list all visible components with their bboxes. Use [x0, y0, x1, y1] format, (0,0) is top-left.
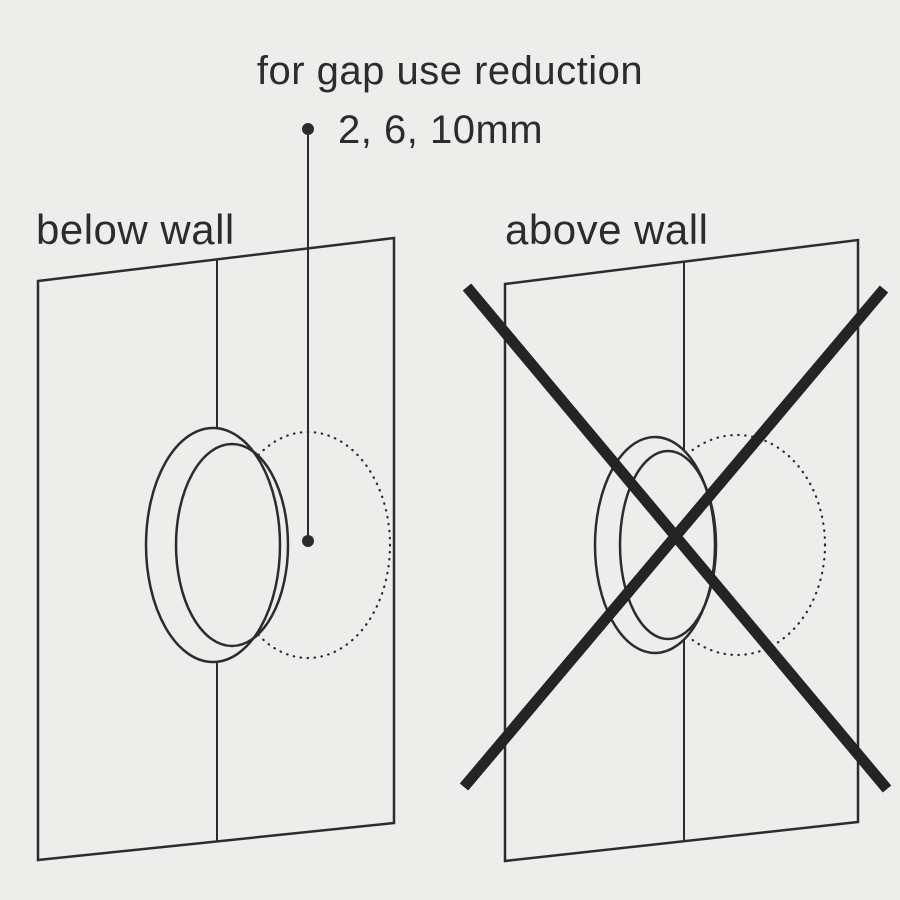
annotation-values: 2, 6, 10mm: [338, 108, 543, 152]
wall-sheet-right: [503, 238, 860, 863]
panel-above-wall: above wall: [459, 206, 892, 863]
panel-below-wall: below wall: [36, 206, 396, 862]
tube-inner-rim-left: [174, 442, 290, 648]
leader-end-dot: [302, 535, 314, 547]
below-wall-label: below wall: [36, 206, 235, 253]
tube-inner-rim-right: [618, 449, 718, 641]
annotation-title: for gap use reduction: [257, 49, 643, 93]
above-wall-label: above wall: [505, 206, 708, 253]
prohibition-cross-icon: [459, 283, 892, 793]
tube-outer-rim-left: [144, 426, 282, 664]
wall-sheet-left: [36, 236, 396, 862]
leader-start-dot: [302, 123, 314, 135]
gap-annotation: for gap use reduction 2, 6, 10mm: [257, 49, 643, 547]
tube-hidden-dotted-right: [647, 433, 827, 657]
